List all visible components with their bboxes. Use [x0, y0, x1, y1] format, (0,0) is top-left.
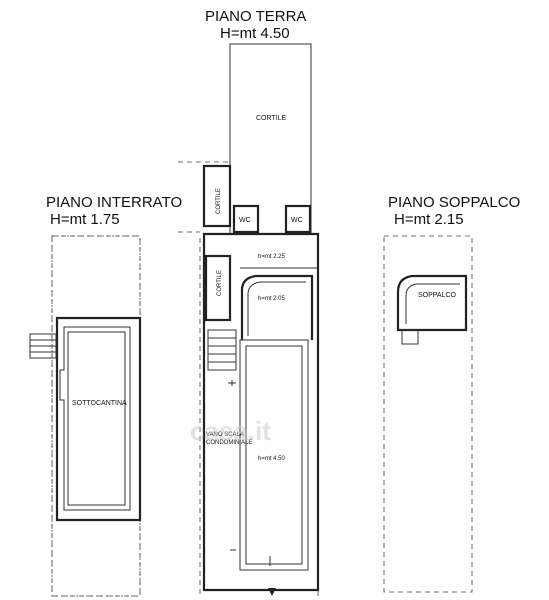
vano-scala-label-2: CONDOMINIALE [206, 440, 252, 446]
vano-scala-label-1: VANO SCALA [206, 432, 244, 438]
entrance-arrow-icon [268, 588, 276, 596]
piano-interrato-plan: SOTTOCANTINA [29, 235, 142, 597]
cortile-side-upper-label: CORTILE [216, 188, 222, 214]
piano-interrato-height: H=mt 1.75 [50, 211, 120, 228]
cortile-main-label: CORTILE [256, 115, 287, 122]
piano-terra-title: PIANO TERRA [205, 8, 306, 25]
watermark: casa.it [190, 416, 271, 446]
piano-soppalco-plan: SOPPALCO [383, 235, 473, 593]
stair-block [207, 329, 237, 371]
wc-right-label: WC [291, 217, 303, 224]
piano-terra-plan: CORTILE CORTILE WC WC h=mt 2.25 CORTILE … [178, 43, 320, 596]
piano-terra-height: H=mt 4.50 [220, 25, 290, 42]
h-205-label: h=mt 2.05 [258, 296, 286, 302]
h-450-label: h=mt 4.50 [258, 456, 286, 462]
piano-soppalco-height: H=mt 2.15 [394, 211, 464, 228]
wc-left-label: WC [239, 217, 251, 224]
h-225-label: h=mt 2.25 [258, 254, 286, 260]
cortile-side-lower-label: CORTILE [217, 270, 223, 296]
piano-soppalco-title: PIANO SOPPALCO [388, 194, 520, 211]
sottocantina-label: SOTTOCANTINA [72, 400, 127, 407]
soppalco-label: SOPPALCO [418, 292, 457, 299]
piano-interrato-title: PIANO INTERRATO [46, 194, 182, 211]
